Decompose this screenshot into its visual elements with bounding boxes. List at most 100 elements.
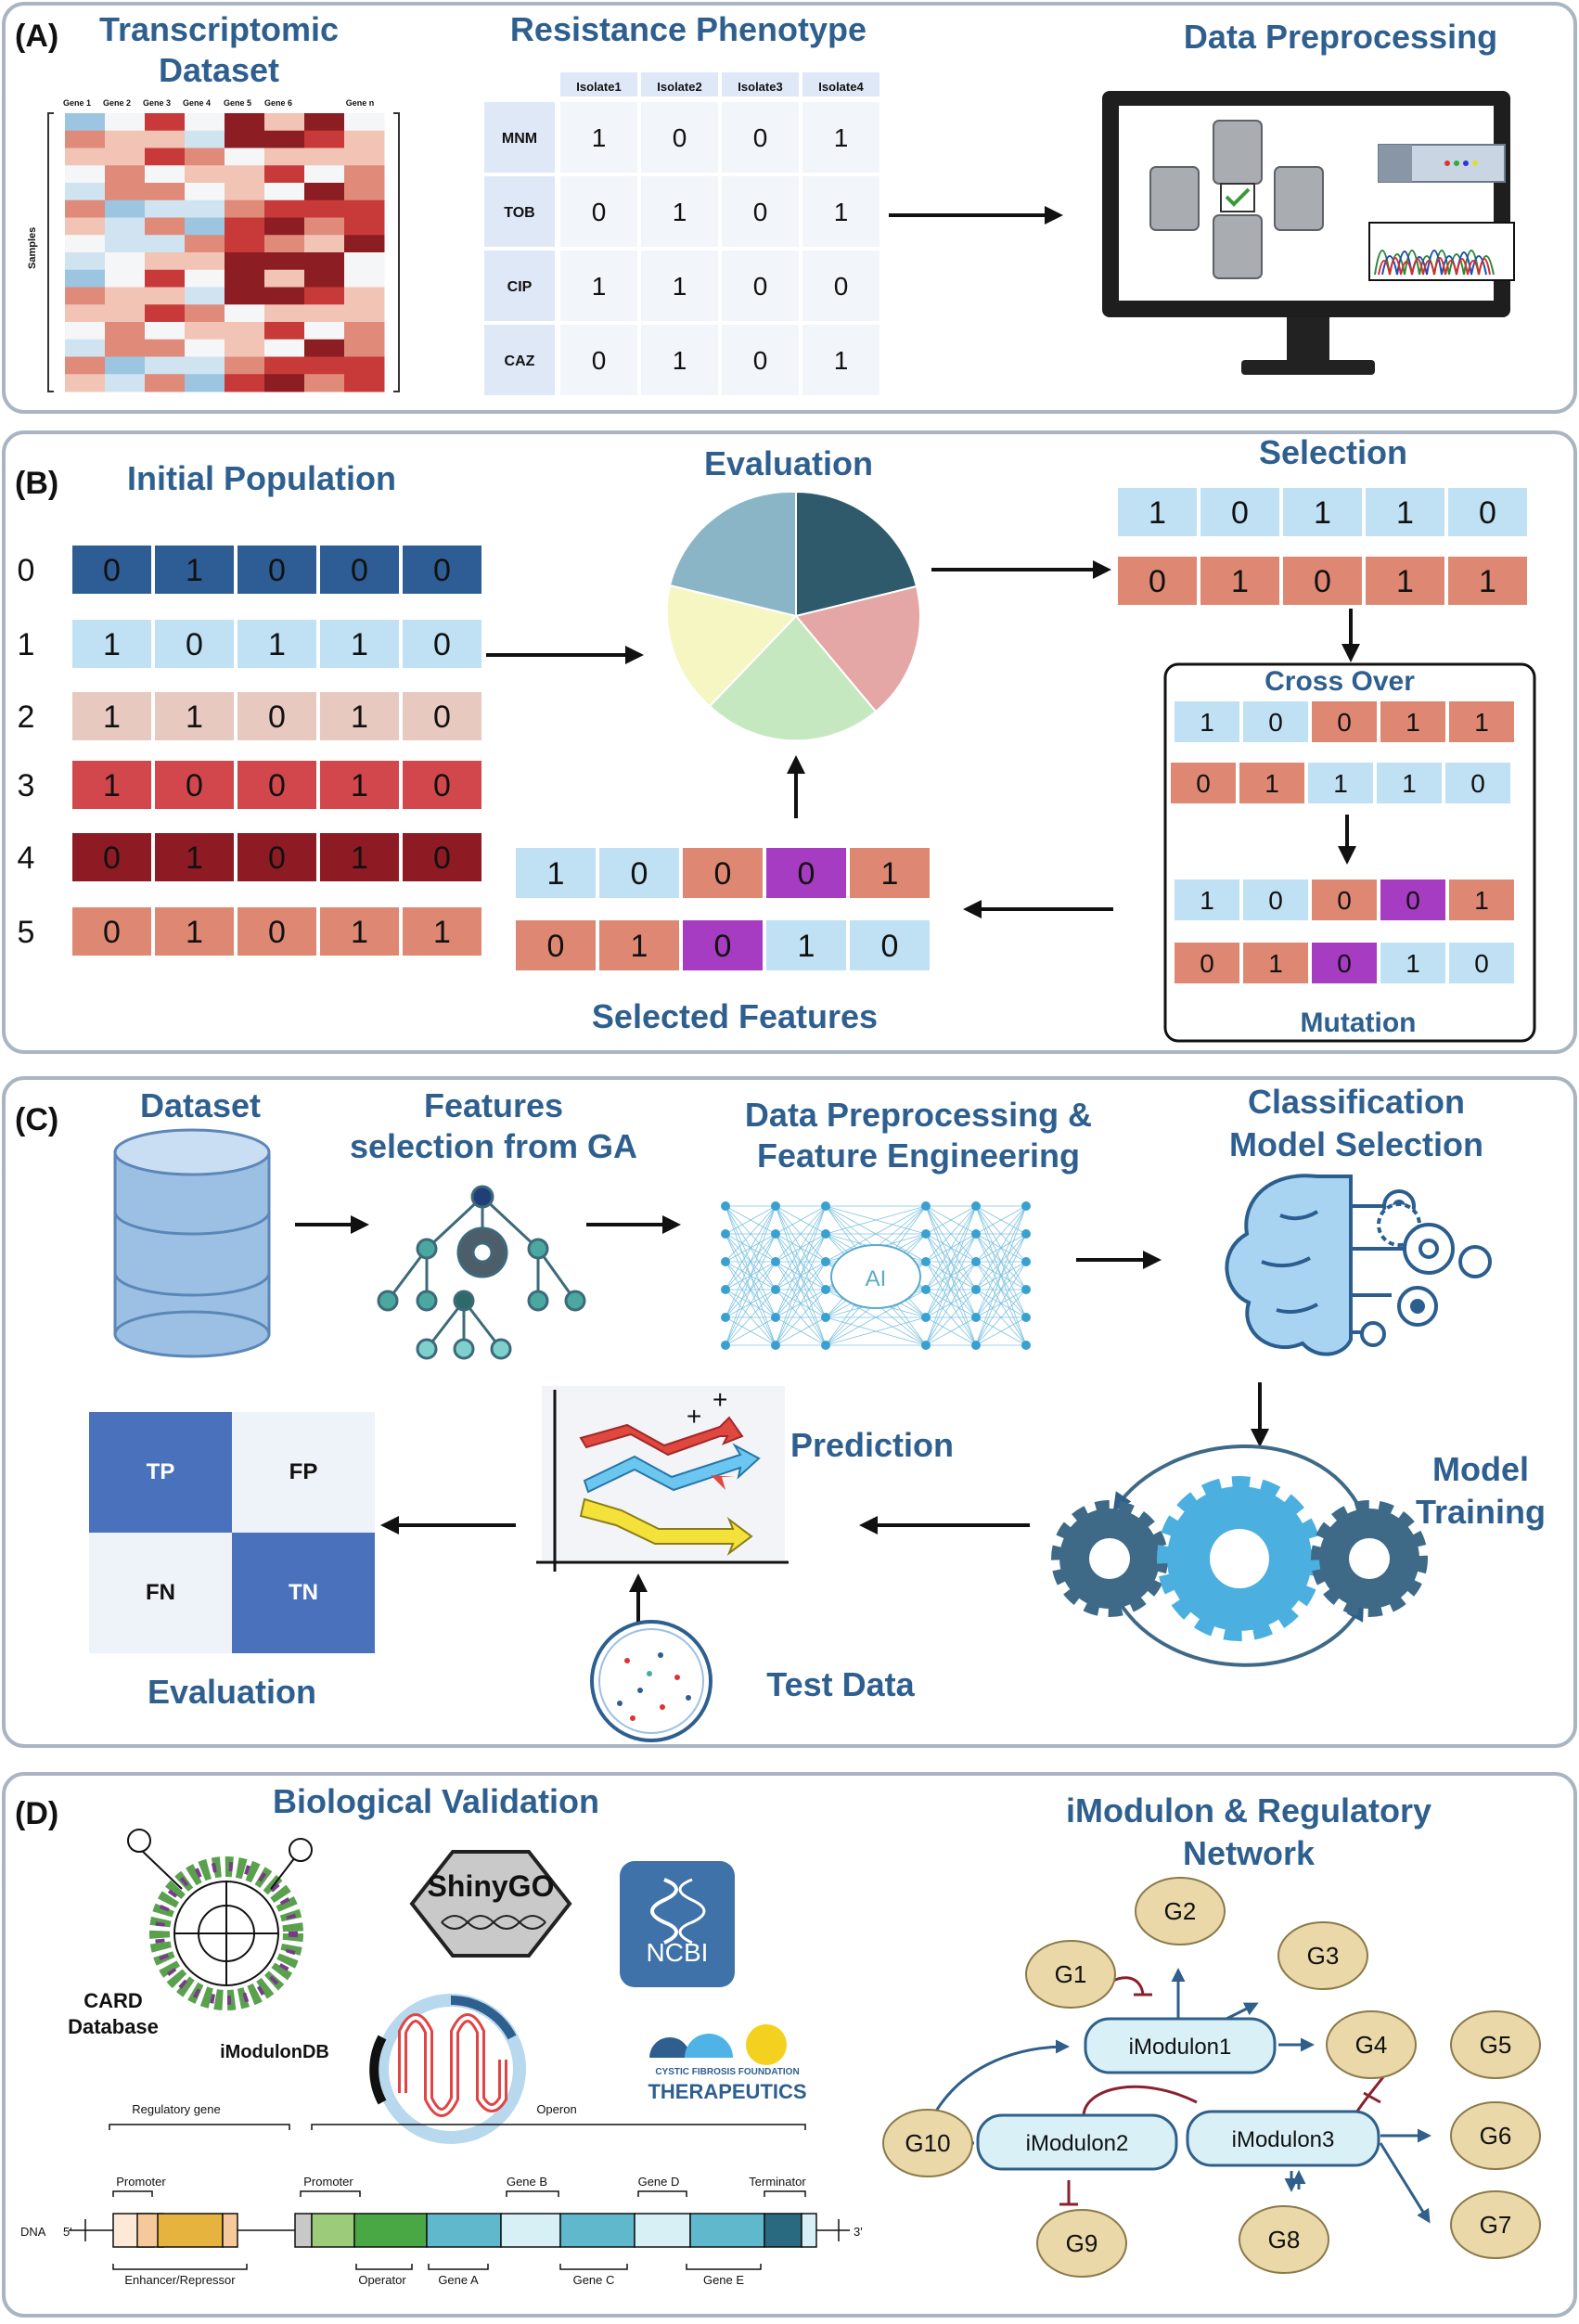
nn-node [771, 1313, 780, 1322]
heatmap-cell [145, 217, 186, 236]
gene-cell [1448, 557, 1527, 605]
cff-logo [649, 2024, 787, 2065]
heatmap-cell [264, 252, 305, 271]
imodulon2-node [976, 2113, 1178, 2171]
gene-cell [155, 761, 234, 809]
chromatogram-icon [1368, 222, 1515, 281]
heatmap-cell [65, 183, 106, 201]
heatmap-cell [105, 113, 146, 132]
dna-label: DNA [20, 2225, 46, 2239]
gene-label: Gene 4 [183, 98, 211, 108]
gene-cell [1366, 488, 1444, 536]
nn-edge [925, 1205, 977, 1290]
imodulon3-label: iModulon3 [1232, 2127, 1335, 2152]
table-value: 0 [753, 346, 768, 375]
nn-node [771, 1201, 780, 1211]
nn-edge [925, 1233, 977, 1346]
three-prime-label: 3' [854, 2225, 863, 2239]
heatmap-cell [304, 130, 345, 148]
gene-bit: 0 [433, 768, 451, 803]
nn-node [971, 1229, 981, 1239]
database-icon [113, 1128, 271, 1358]
nn-edge [725, 1205, 777, 1318]
heatmap-cell [304, 269, 345, 288]
heatmap-cell [65, 113, 106, 132]
gene-cell [403, 833, 481, 881]
heatmap-cell [344, 199, 385, 218]
heatmap-cell [145, 374, 186, 392]
heatmap-cell [344, 165, 385, 184]
gene-cell [403, 692, 481, 740]
nn-edge [775, 1289, 827, 1346]
gene-cell [237, 833, 316, 881]
heatmap-cell [304, 183, 345, 201]
heatmap-cell [145, 199, 186, 218]
nn-node [921, 1229, 931, 1239]
heatmap-cell [264, 165, 305, 184]
heatmap-cell [264, 269, 305, 288]
table-value: 1 [592, 272, 607, 301]
gene-bit: 1 [631, 929, 648, 964]
nn-edge [775, 1233, 827, 1346]
heatmap-cell [304, 199, 345, 218]
nn-edge [725, 1289, 777, 1346]
heatmap-cell [65, 252, 106, 271]
gene-bit: 0 [351, 553, 368, 588]
table-value: 0 [834, 272, 849, 301]
nn-node [971, 1285, 981, 1294]
heatmap-cell [185, 199, 225, 218]
gene-bit: 0 [1196, 769, 1211, 798]
tn-label: TN [289, 1580, 318, 1605]
gene-cell [516, 920, 596, 970]
table-drug-cell [484, 176, 555, 247]
table-header-cell [802, 72, 879, 96]
crossover-title: Cross Over [1264, 666, 1415, 697]
table-drug-cell [484, 102, 555, 173]
nn-edge [825, 1205, 927, 1235]
card-database-logo [127, 1829, 313, 2010]
nn-node [971, 1257, 981, 1266]
gene-cell [320, 546, 399, 594]
heatmap-cell [344, 322, 385, 340]
gene-cell [403, 761, 481, 809]
gene-cell [1118, 488, 1197, 536]
heatmap-cell [304, 322, 345, 340]
gene-b-label: Gene B [507, 2175, 547, 2189]
heatmap-cell [105, 269, 146, 288]
gene-cell [1380, 943, 1445, 983]
gene-node-label: G9 [1066, 2229, 1098, 2257]
gene-node [1450, 2101, 1541, 2170]
nn-node [721, 1257, 730, 1266]
table-cell [641, 250, 718, 321]
heatmap-cell [145, 165, 186, 184]
gene-node [1036, 2209, 1127, 2278]
nn-node [1021, 1201, 1031, 1211]
drug-label: CAZ [505, 353, 535, 369]
gene-label: Gene 3 [143, 98, 171, 108]
gene-cell [320, 692, 399, 740]
gene-bit: 0 [433, 627, 451, 662]
gene-cell [403, 546, 481, 594]
nn-edge [775, 1205, 827, 1318]
nn-edge [975, 1205, 1027, 1263]
gene-cell [1200, 557, 1279, 605]
heatmap-cell [65, 235, 106, 253]
table-value: 0 [592, 198, 607, 226]
table-cell [560, 102, 637, 173]
nn-edge [775, 1316, 827, 1346]
gene-node-label: G3 [1307, 1942, 1340, 1970]
nn-node [971, 1341, 981, 1350]
heatmap-cell [65, 304, 106, 323]
heatmap-cell [304, 339, 345, 357]
evaluation-pie [665, 490, 921, 742]
heatmap-cell [145, 130, 186, 148]
gene-cell [599, 848, 679, 898]
gene-bit: 1 [1474, 886, 1489, 915]
gene-bit: 0 [268, 553, 286, 588]
nn-edge [975, 1261, 1027, 1346]
nn-edge [975, 1205, 1027, 1346]
heatmap-cell [264, 356, 305, 375]
gene-cell [320, 620, 399, 668]
heatmap-cell [264, 304, 305, 323]
